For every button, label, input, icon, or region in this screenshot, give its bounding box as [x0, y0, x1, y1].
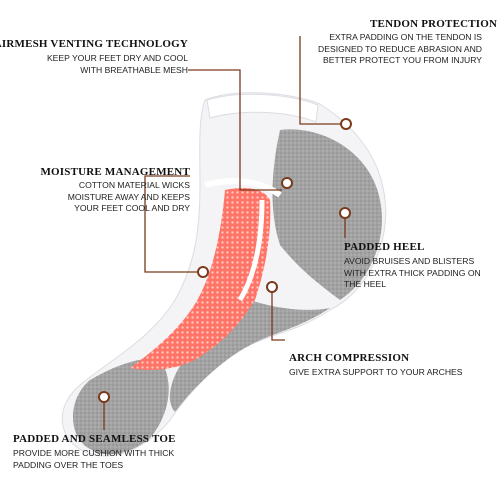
dot-tendon [340, 118, 352, 130]
callout-tendon-line: DESIGNED TO REDUCE ABRASION AND [318, 43, 482, 54]
callout-moisture-line: COTTON MATERIAL WICKS [78, 180, 190, 190]
callout-tendon-desc: EXTRA PADDING ON THE TENDON IS DESIGNED … [318, 32, 482, 67]
callout-heel-title: PADDED HEEL [344, 241, 425, 253]
callout-arch-line: GIVE EXTRA SUPPORT TO YOUR ARCHES [289, 367, 463, 377]
sock-heel-padding [272, 129, 382, 300]
sock-cuff [206, 93, 319, 123]
dot-arch [266, 281, 278, 293]
leader-tendon [299, 36, 341, 125]
callout-tendon-line: BETTER PROTECT YOU FROM INJURY [322, 55, 482, 65]
dot-moisture [197, 266, 209, 278]
callout-airmesh-desc: KEEP YOUR FEET DRY AND COOL WITH BREATHA… [47, 53, 188, 76]
leader-moisture [144, 175, 200, 273]
leader-airmesh [188, 69, 282, 191]
callout-tendon-title: TENDON PROTECTION [370, 18, 498, 30]
callout-airmesh-title: AIRMESH VENTING TECHNOLOGY [0, 38, 188, 50]
callout-toe-line: PROVIDE MORE CUSHION WITH THICK [13, 448, 175, 458]
callout-heel-line: AVOID BRUISES AND BLISTERS [344, 256, 475, 266]
sock-stripe [237, 199, 265, 302]
sock-stripe [204, 178, 282, 198]
sock [61, 92, 387, 457]
callout-dots [98, 118, 352, 403]
callout-moisture-line: MOISTURE AWAY AND KEEPS [67, 191, 190, 202]
callout-airmesh-line: KEEP YOUR FEET DRY AND COOL [46, 53, 188, 63]
callout-heel-line: THE HEEL [344, 279, 387, 289]
callout-moisture-title: MOISTURE MANAGEMENT [40, 166, 190, 178]
leader-arch [271, 290, 285, 341]
sock-toe-padding [72, 358, 169, 455]
callout-moisture-desc: COTTON MATERIAL WICKS MOISTURE AWAY AND … [68, 180, 190, 215]
dot-toe [98, 391, 110, 403]
callout-toe-title: PADDED AND SEAMLESS TOE [13, 433, 176, 445]
callout-arch-desc: GIVE EXTRA SUPPORT TO YOUR ARCHES [289, 367, 463, 379]
callout-tendon-line: EXTRA PADDING ON THE TENDON IS [329, 32, 482, 42]
callout-airmesh-line: WITH BREATHABLE MESH [80, 64, 188, 75]
callout-heel-desc: AVOID BRUISES AND BLISTERS WITH EXTRA TH… [344, 256, 481, 291]
sock-sole-padding [169, 300, 330, 412]
callout-arch-title: ARCH COMPRESSION [289, 352, 410, 364]
dot-airmesh [281, 177, 293, 189]
sock-mesh-panel [130, 188, 271, 370]
dot-heel [339, 207, 351, 219]
callout-toe-line: PADDING OVER THE TOES [13, 459, 124, 470]
callout-moisture-line: YOUR FEET COOL AND DRY [74, 203, 190, 213]
callout-toe-desc: PROVIDE MORE CUSHION WITH THICK PADDING … [13, 448, 174, 471]
callout-heel-line: WITH EXTRA THICK PADDING ON [344, 267, 481, 278]
